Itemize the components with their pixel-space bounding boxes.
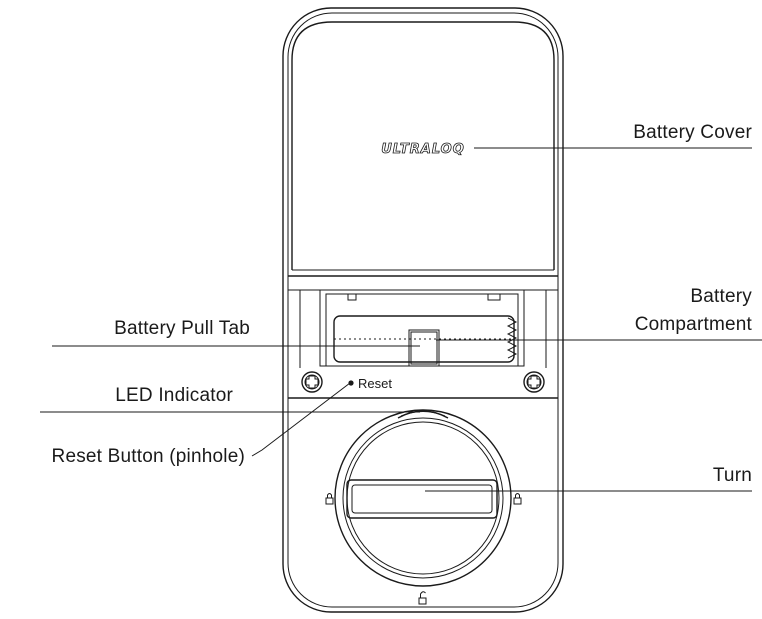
device-body	[282, 7, 564, 613]
battery-cover: ULTRALOQ	[288, 21, 558, 291]
screw-icon	[523, 371, 545, 393]
label-battery-pull-tab: Battery Pull Tab	[114, 318, 250, 339]
battery-pull-tab	[408, 329, 440, 367]
screw-icon	[301, 371, 323, 393]
label-battery-compartment-line2: Compartment	[635, 314, 753, 335]
lock-icon	[513, 493, 522, 505]
label-battery-compartment-line1: Battery	[690, 286, 752, 307]
lock-icon	[325, 493, 334, 505]
label-reset-button: Reset Button (pinhole)	[52, 446, 245, 467]
turn-knob[interactable]	[334, 409, 512, 587]
battery-compartment	[319, 289, 525, 367]
leader-lines	[40, 147, 762, 492]
unlock-icon	[418, 591, 427, 605]
label-battery-cover: Battery Cover	[633, 122, 752, 143]
brand-logo: ULTRALOQ	[381, 142, 465, 157]
reset-pinhole[interactable]	[348, 380, 354, 386]
label-turn: Turn	[713, 465, 752, 486]
label-led-indicator: LED Indicator	[115, 385, 233, 406]
reset-mark: Reset	[358, 376, 392, 391]
